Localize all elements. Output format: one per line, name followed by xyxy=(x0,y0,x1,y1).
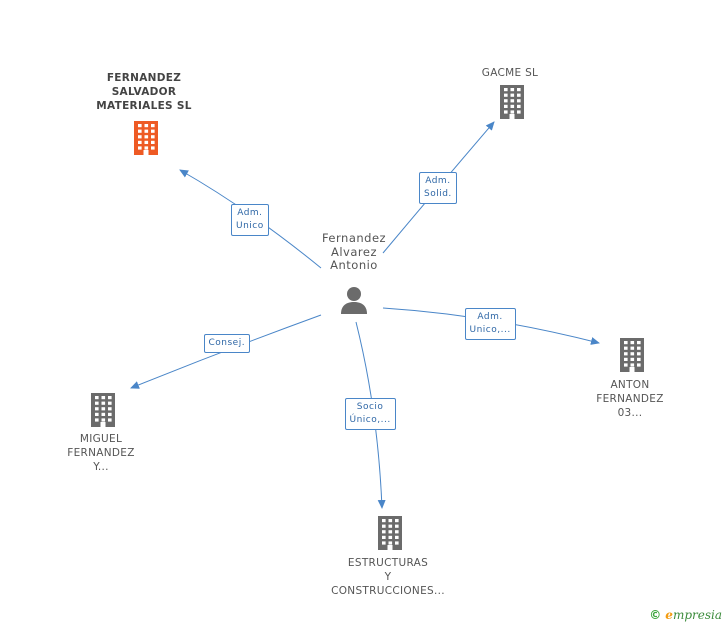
relation-label-line: Único,... xyxy=(349,415,391,425)
company-label-estructuras[interactable]: ESTRUCTURAS Y CONSTRUCCIONES... xyxy=(318,556,458,598)
building-icon-fernandez-salvador[interactable] xyxy=(129,121,163,159)
company-label-line: GACME SL xyxy=(481,67,539,79)
company-label-anton-fernandez[interactable]: ANTON FERNANDEZ 03... xyxy=(560,378,700,420)
company-label-line: CONSTRUCCIONES... xyxy=(331,585,445,597)
person-name-line: Fernandez xyxy=(321,231,387,245)
company-label-line: FERNANDEZ xyxy=(106,72,182,84)
building-icon-miguel-fernandez[interactable] xyxy=(86,393,120,431)
relation-label-line: Unico,... xyxy=(469,325,511,335)
empresia-brand: ©empresia xyxy=(649,608,722,622)
relation-label-line: Adm. xyxy=(477,312,503,322)
brand-name: mpresia xyxy=(672,608,722,622)
building-icon-anton-fernandez[interactable] xyxy=(615,338,649,376)
company-label-line: 03... xyxy=(617,407,643,419)
relation-label-line: Solid. xyxy=(424,189,452,199)
relation-label-fernandez-salvador[interactable]: Adm. Unico xyxy=(231,204,269,236)
company-label-line: FERNANDEZ xyxy=(67,447,135,459)
company-label-fernandez-salvador[interactable]: FERNANDEZ SALVADOR MATERIALES SL xyxy=(74,71,214,113)
brand-e: e xyxy=(665,608,673,622)
person-name-line: Antonio xyxy=(330,258,378,272)
relation-label-line: Adm. xyxy=(237,208,263,218)
company-label-line: FERNANDEZ xyxy=(596,393,664,405)
company-label-line: Y... xyxy=(93,461,109,473)
company-label-line: MIGUEL xyxy=(79,433,123,445)
relation-label-miguel-fernandez[interactable]: Consej. xyxy=(203,333,251,353)
relation-label-anton-fernandez[interactable]: Adm. Unico,... xyxy=(464,308,516,340)
relation-label-line: Consej. xyxy=(208,337,246,348)
person-icon[interactable] xyxy=(339,285,369,319)
company-label-line: ANTON xyxy=(610,379,650,391)
company-label-line: Y xyxy=(384,571,392,583)
copyright-icon: © xyxy=(649,608,662,622)
company-label-line: ESTRUCTURAS xyxy=(347,557,429,569)
company-label-line: MATERIALES SL xyxy=(96,100,192,112)
relation-label-line: Adm. xyxy=(425,176,451,186)
company-label-gacme[interactable]: GACME SL xyxy=(440,66,580,80)
company-label-miguel-fernandez[interactable]: MIGUEL FERNANDEZ Y... xyxy=(31,432,171,474)
company-label-line: SALVADOR xyxy=(111,86,177,98)
relation-label-line: Socio xyxy=(356,402,384,412)
building-icon-gacme[interactable] xyxy=(495,85,529,123)
relation-label-gacme[interactable]: Adm. Solid. xyxy=(419,172,457,204)
relation-label-line: Unico xyxy=(236,221,264,231)
building-icon-estructuras[interactable] xyxy=(373,516,407,554)
person-name-line: Alvarez xyxy=(330,244,377,259)
